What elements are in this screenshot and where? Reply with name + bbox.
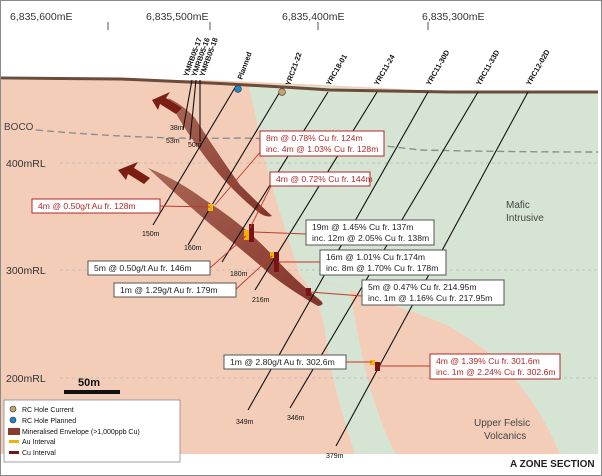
boco-label: BOCO: [4, 122, 34, 133]
svg-text:4m @ 1.39% Cu fr. 301.6m: 4m @ 1.39% Cu fr. 301.6m: [436, 356, 540, 366]
rl-label: 200mRL: [6, 373, 46, 385]
assay-intervals: [208, 204, 380, 371]
current-collar-marker: [278, 88, 286, 96]
callout-8m-cu: 8m @ 0.78% Cu fr. 124m inc. 4m @ 1.03% C…: [259, 130, 385, 157]
svg-text:inc. 8m @ 1.70% Cu fr. 178m: inc. 8m @ 1.70% Cu fr. 178m: [326, 263, 438, 273]
callout-leaders: [159, 149, 430, 367]
legend: RC Hole Current RC Hole Planned Minerali…: [3, 399, 181, 463]
easting-label: 6,835,600mE: [10, 11, 72, 23]
depth-label: 160m: [184, 245, 202, 252]
easting-label: 6,835,300mE: [422, 11, 484, 23]
cu-interval-marker: [274, 252, 279, 272]
svg-text:4m @ 0.72% Cu fr. 144m: 4m @ 0.72% Cu fr. 144m: [276, 174, 373, 184]
felsic-label: Upper Felsic: [474, 418, 530, 429]
callout-5m-cu: 5m @ 0.47% Cu fr. 214.95m inc. 1m @ 1.16…: [361, 279, 505, 306]
depth-label: 346m: [287, 415, 305, 422]
envelope-direction-arrow: [118, 162, 150, 184]
depth-label: 50m: [188, 142, 202, 149]
svg-text:1m @ 1.29g/t Au fr. 179m: 1m @ 1.29g/t Au fr. 179m: [120, 285, 218, 295]
svg-text:4m @ 0.50g/t Au fr. 128m: 4m @ 0.50g/t Au fr. 128m: [38, 201, 136, 211]
scale-label: 50m: [78, 377, 100, 389]
rl-label: 400mRL: [6, 158, 46, 170]
easting-label: 6,835,500mE: [146, 11, 208, 23]
legend-cu-label: Cu Interval: [22, 450, 56, 457]
callout-1m-au-302: 1m @ 2.80g/t Au fr. 302.6m: [223, 354, 347, 370]
legend-envelope-label: Mineralised Envelope (>1,000ppb Cu): [22, 429, 140, 436]
planned-collar-marker: [234, 85, 242, 93]
easting-axis: 6,835,600mE 6,835,500mE 6,835,400mE 6,83…: [10, 11, 484, 30]
mafic-label: Mafic: [506, 200, 530, 211]
au-interval-marker: [370, 360, 375, 365]
mafic-label: Intrusive: [506, 213, 544, 224]
ground-surface: [0, 76, 598, 94]
end-of-hole-depths: 38m 53m 50m 150m 160m 180m 216m 349m 346…: [142, 125, 344, 460]
easting-label: 6,835,400mE: [282, 11, 344, 23]
callout-4m-au: 4m @ 0.50g/t Au fr. 128m: [31, 198, 161, 214]
cu-interval-marker: [375, 362, 380, 371]
svg-text:5m @ 0.47% Cu fr. 214.95m: 5m @ 0.47% Cu fr. 214.95m: [368, 282, 477, 292]
rl-label: 300mRL: [6, 265, 46, 277]
svg-text:inc. 12m @ 2.05% Cu fr. 138m: inc. 12m @ 2.05% Cu fr. 138m: [312, 233, 429, 243]
depth-label: 38m: [170, 125, 184, 132]
legend-current-label: RC Hole Current: [22, 407, 74, 414]
envelope-direction-arrow: [152, 92, 182, 114]
depth-label: 53m: [166, 138, 180, 145]
mafic-tongue: [300, 275, 395, 454]
callout-4m-cu: 4m @ 0.72% Cu fr. 144m: [269, 171, 373, 187]
au-interval-marker: [244, 230, 249, 240]
legend-planned-label: RC Hole Planned: [22, 418, 76, 425]
svg-text:inc. 1m @ 2.24% Cu fr. 302.6m: inc. 1m @ 2.24% Cu fr. 302.6m: [436, 367, 556, 377]
svg-text:19m @ 1.45% Cu fr. 137m: 19m @ 1.45% Cu fr. 137m: [312, 222, 413, 232]
scale-bar: 50m: [64, 377, 120, 394]
mineralised-envelope-upper: [168, 98, 272, 217]
callout-5m-au: 5m @ 0.50g/t Au fr. 146m: [87, 260, 211, 276]
callout-4m-cu-301: 4m @ 1.39% Cu fr. 301.6m inc. 1m @ 2.24%…: [429, 353, 561, 380]
au-interval-marker: [270, 252, 275, 258]
au-interval-marker: [208, 204, 213, 211]
felsic-label: Volcanics: [484, 431, 526, 442]
svg-text:inc. 1m @ 1.16% Cu fr. 217.95m: inc. 1m @ 1.16% Cu fr. 217.95m: [368, 293, 492, 303]
svg-text:8m @ 0.78% Cu fr. 124m: 8m @ 0.78% Cu fr. 124m: [266, 133, 363, 143]
callout-1m-au-179: 1m @ 1.29g/t Au fr. 179m: [113, 282, 237, 298]
svg-text:5m @ 0.50g/t Au fr. 146m: 5m @ 0.50g/t Au fr. 146m: [94, 263, 192, 273]
callout-19m-cu: 19m @ 1.45% Cu fr. 137m inc. 12m @ 2.05%…: [305, 219, 435, 246]
svg-text:inc. 4m @ 1.03% Cu fr. 128m: inc. 4m @ 1.03% Cu fr. 128m: [266, 144, 378, 154]
svg-text:1m @ 2.80g/t Au fr. 302.6m: 1m @ 2.80g/t Au fr. 302.6m: [230, 357, 335, 367]
cu-interval-marker: [306, 288, 311, 296]
legend-au-label: Au Interval: [22, 439, 56, 446]
depth-label: 216m: [252, 297, 270, 304]
section-title: A ZONE SECTION: [510, 459, 595, 470]
cu-interval-marker: [249, 224, 254, 242]
depth-label: 379m: [326, 453, 344, 460]
depth-label: 349m: [236, 419, 254, 426]
depth-label: 180m: [230, 271, 248, 278]
depth-label: 150m: [142, 231, 160, 238]
callout-16m-cu: 16m @ 1.01% Cu fr.174m inc. 8m @ 1.70% C…: [319, 249, 447, 276]
svg-text:16m @ 1.01% Cu fr.174m: 16m @ 1.01% Cu fr.174m: [326, 252, 425, 262]
